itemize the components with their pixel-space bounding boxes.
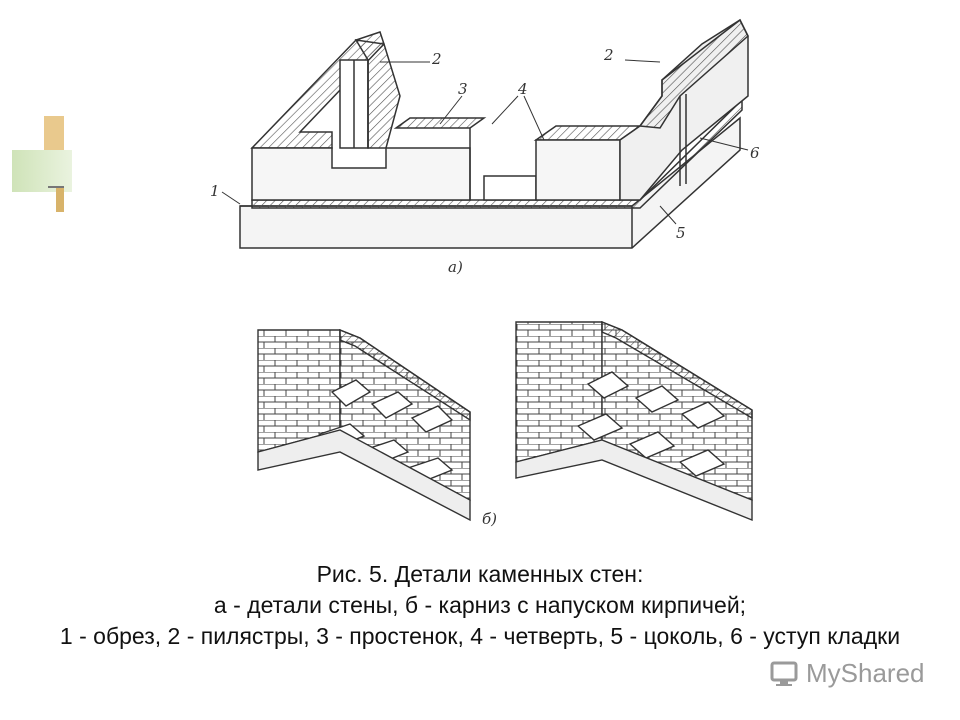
label-5: 5 [676, 224, 686, 242]
leader-lines [221, 59, 749, 225]
myshared-watermark: MyShared [770, 658, 925, 689]
label-1: 1 [210, 182, 220, 200]
wall-details-figure: 2 2 3 4 6 1 5 а) [210, 18, 760, 528]
label-b: б) [482, 510, 497, 528]
cornice-figure-left [257, 328, 471, 522]
myshared-logo-icon [770, 661, 798, 686]
label-2-right: 2 [603, 46, 614, 64]
wall-figure-a [239, 18, 749, 249]
myshared-text: MyShared [806, 658, 925, 688]
decor-block [12, 150, 72, 192]
caption-line-a-b: а - детали стены, б - карниз с напуском … [213, 592, 747, 618]
label-2-left: 2 [431, 50, 442, 68]
caption-legend: 1 - обрез, 2 - пилястры, 3 - простенок, … [59, 623, 901, 649]
cornice-figure-right [515, 320, 753, 522]
label-3: 3 [458, 80, 468, 98]
caption-title: Рис. 5. Детали каменных стен: [316, 561, 644, 587]
decor-block [56, 188, 64, 212]
label-4: 4 [517, 80, 528, 98]
label-6: 6 [750, 144, 760, 162]
decor-line [48, 186, 64, 188]
label-a: а) [448, 258, 463, 276]
